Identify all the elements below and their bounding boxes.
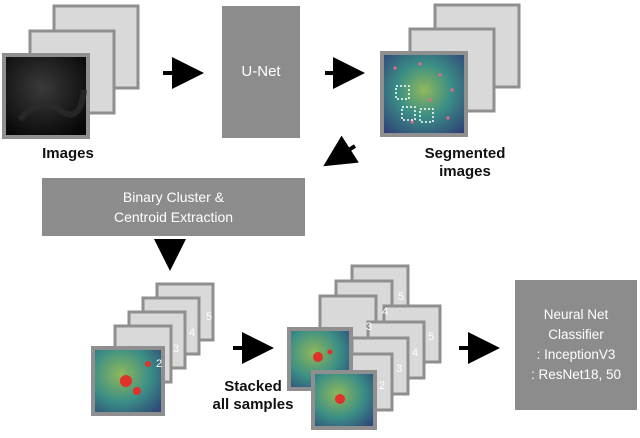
roi-box [401, 106, 416, 121]
segmented-label-line-1: Segmented [424, 145, 506, 162]
roi-box [419, 108, 434, 123]
cluster-line-2: Centroid Extraction [113, 209, 234, 225]
segmented-label-line-2: images [439, 163, 491, 180]
cluster-line-1: Binary Cluster & [122, 189, 225, 205]
classifier-line-2: Classifier [548, 327, 604, 342]
segmented-label: Segmented images [405, 145, 525, 181]
cluster-extraction-box: Binary Cluster & Centroid Extraction [42, 178, 305, 236]
hotspot [327, 349, 333, 355]
stack-number: 2 [379, 380, 385, 392]
stack-number: 5 [206, 311, 212, 323]
stacked-label-line-2: all samples [212, 396, 294, 413]
raw-image-texture [17, 89, 87, 122]
detection-dot [428, 98, 432, 102]
segmented-image [380, 51, 468, 137]
hotspot [145, 361, 151, 367]
stack-number: 4 [382, 306, 388, 318]
raw-microscopy-image [2, 53, 90, 139]
stack-number: 3 [396, 363, 402, 375]
detection-dot [410, 120, 414, 124]
segmented-images-stack [380, 3, 521, 137]
stack-number: 4 [412, 347, 418, 359]
detection-dot [446, 116, 450, 120]
input-images-stack [2, 4, 140, 139]
stacked-label-line-1: Stacked [224, 378, 282, 395]
sample-stack-right: 5 4 3 5 4 3 2 [287, 264, 442, 430]
hotspot [120, 375, 132, 387]
detection-dot [438, 73, 442, 77]
classifier-box: Neural Net Classifier : InceptionV3 : Re… [515, 280, 637, 410]
detection-dot [393, 66, 397, 70]
stacked-label: Stacked all samples [208, 378, 298, 414]
classifier-line-4: : ResNet18, 50 [530, 367, 622, 382]
images-label: Images [42, 145, 94, 162]
hotspot [313, 352, 323, 362]
arrow-segmented-to-cluster [323, 135, 359, 167]
detection-dot [418, 62, 422, 66]
hotspot [335, 394, 345, 404]
stack-number: 5 [398, 291, 404, 303]
unet-box: U-Net [222, 6, 300, 138]
hotspot [133, 387, 141, 395]
sample-stack-left: 5 4 3 2 [91, 282, 215, 416]
classifier-line-3: : InceptionV3 [536, 347, 616, 362]
stack-number: 4 [189, 327, 195, 339]
stack-number: 5 [428, 331, 434, 343]
roi-box [395, 85, 410, 100]
stack-number: 3 [173, 343, 179, 355]
detection-dot [450, 88, 454, 92]
stack-number: 3 [366, 321, 372, 333]
classifier-line-1: Neural Net [543, 307, 609, 322]
stack-number: 2 [156, 358, 162, 370]
unet-label: U-Net [241, 63, 281, 80]
